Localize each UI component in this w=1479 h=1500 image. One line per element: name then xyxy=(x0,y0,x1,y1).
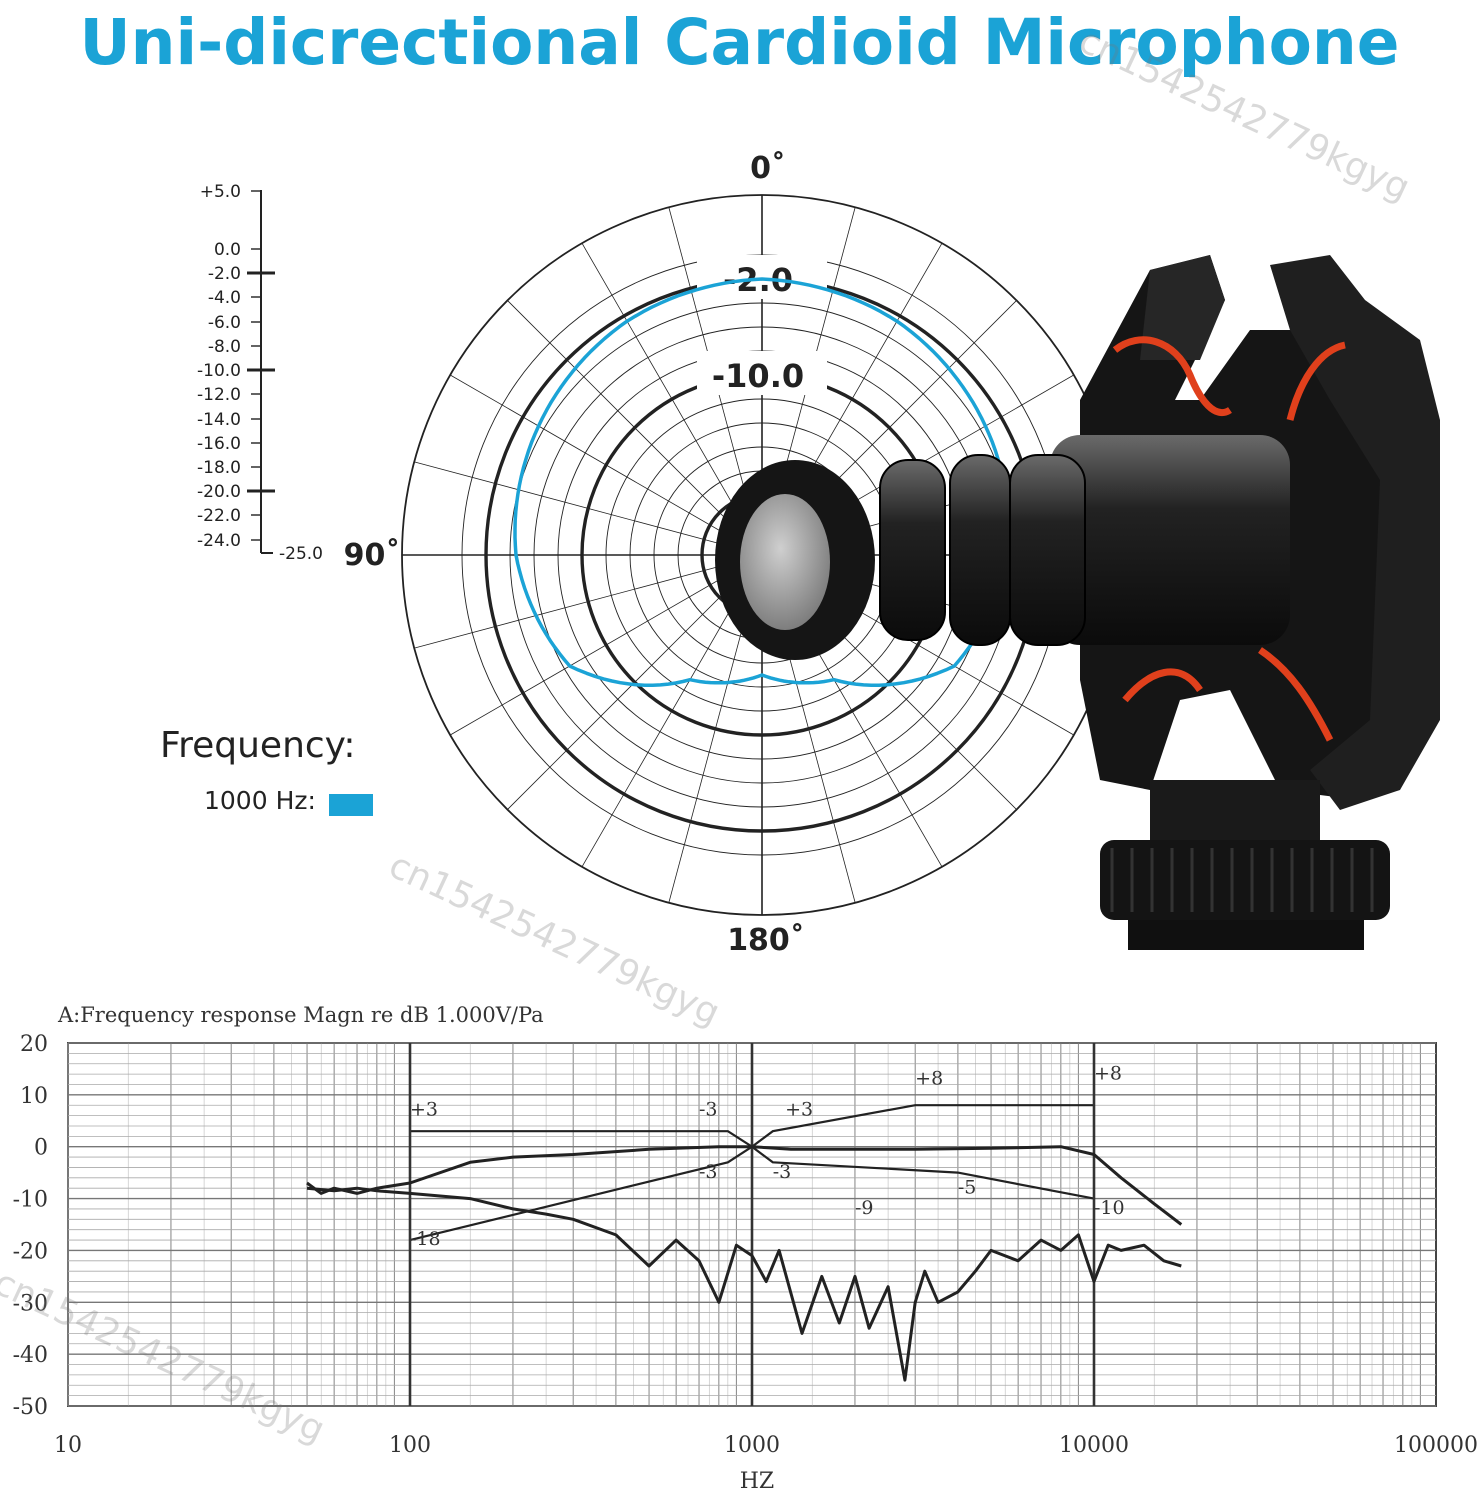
mic-body xyxy=(1050,435,1290,645)
chart-annotation: +8 xyxy=(1094,1062,1122,1084)
x-tick-label: 100 xyxy=(389,1433,431,1458)
mount-foot xyxy=(1150,780,1320,840)
mic-barrel-ring xyxy=(949,454,1011,646)
mic-barrel-ring xyxy=(1009,454,1086,646)
x-tick-label: 10000 xyxy=(1059,1433,1129,1458)
page-title: Uni-dicrectional Cardioid Microphone xyxy=(79,6,1400,79)
chart-title: A:Frequency response Magn re dB 1.000V/P… xyxy=(57,1003,544,1027)
limit-line xyxy=(410,1104,1094,1149)
chart-annotation: -10 xyxy=(1094,1197,1125,1219)
microphone-image xyxy=(715,255,1440,950)
legend-item-label: 1000 Hz xyxy=(204,786,308,815)
ring-label: -10.0 xyxy=(712,357,804,395)
y-tick-label: -30 xyxy=(13,1291,48,1316)
scale-tick-label: -20.0 xyxy=(197,482,241,502)
angle-label-180: 180˚ xyxy=(727,922,805,958)
chart-annotation: -9 xyxy=(855,1197,874,1219)
y-tick-label: -20 xyxy=(13,1239,48,1264)
scale-tick-label: -2.0 xyxy=(208,264,241,284)
scale-bottom-label: -25.0 xyxy=(279,544,323,564)
scale-tick-label: +5.0 xyxy=(200,182,241,202)
chart-annotation: +3 xyxy=(785,1099,813,1121)
scale-tick-label: -8.0 xyxy=(208,337,241,357)
db-scale: +5.0 0.0 -2.0 -4.0 -6.0 -8.0 -10.0 -12.0 -14.0 -1… xyxy=(197,182,323,564)
scale-tick-label: -22.0 xyxy=(197,506,241,526)
ring-label-bg xyxy=(697,255,827,299)
x-axis-label: HZ xyxy=(740,1469,774,1494)
series-rear xyxy=(306,1186,1182,1382)
scale-tick-label: -12.0 xyxy=(197,385,241,405)
cold-shoe xyxy=(1128,920,1364,950)
scale-tick-label: -18.0 xyxy=(197,458,241,478)
y-tick-label: -10 xyxy=(13,1188,48,1213)
y-tick-label: -40 xyxy=(13,1343,48,1368)
chart-annotation: -5 xyxy=(958,1176,977,1198)
elastic-band xyxy=(1258,647,1334,742)
mic-barrel-ring xyxy=(879,459,946,641)
chart-annotation: -3 xyxy=(699,1161,718,1183)
scale-tick-label: -4.0 xyxy=(208,288,241,308)
ring-label-bg xyxy=(697,351,827,395)
scale-tick-label: 0.0 xyxy=(214,240,241,260)
chart-annotation: -18 xyxy=(410,1228,441,1250)
angle-label-90: 90˚ xyxy=(344,537,401,573)
frequency-response-chart: A:Frequency response Magn re dB 1.000V/P… xyxy=(13,1003,1478,1494)
y-tick-label: -50 xyxy=(13,1395,48,1420)
limit-line xyxy=(409,1145,1095,1242)
legend-item: 1000 Hz: xyxy=(204,786,316,815)
elastic-band xyxy=(1122,668,1203,703)
elastic-band xyxy=(1112,336,1232,416)
series-front xyxy=(306,1145,1183,1226)
y-tick-label: 10 xyxy=(20,1084,48,1109)
shock-mount-arm xyxy=(1270,255,1440,810)
chart-annotation: -3 xyxy=(773,1161,792,1183)
y-tick-label: 20 xyxy=(20,1032,48,1057)
elastic-band xyxy=(1286,341,1346,421)
scale-tick-label: -6.0 xyxy=(208,313,241,333)
angle-label-0: 0˚ xyxy=(750,150,786,186)
chart-annotation: -3 xyxy=(699,1099,718,1121)
shock-mount-arm xyxy=(1140,255,1225,360)
chart-annotation: +3 xyxy=(410,1099,438,1121)
legend-item-sep: : xyxy=(307,786,316,815)
legend-title: Frequency: xyxy=(160,725,356,766)
x-tick-label: 1000 xyxy=(724,1433,780,1458)
scale-tick-label: -24.0 xyxy=(197,531,241,551)
polar-series-1000hz xyxy=(513,277,1011,687)
mount-nut xyxy=(1100,840,1390,920)
scale-tick-label: -14.0 xyxy=(197,410,241,430)
scale-tick-label: -16.0 xyxy=(197,434,241,454)
x-tick-label: 10 xyxy=(54,1433,82,1458)
x-tick-label: 100000 xyxy=(1394,1433,1478,1458)
chart-annotation: +8 xyxy=(915,1067,943,1089)
mic-mesh xyxy=(740,494,830,630)
legend-swatch xyxy=(329,794,373,816)
scale-tick-label: -10.0 xyxy=(197,361,241,381)
y-tick-label: 0 xyxy=(34,1136,48,1161)
